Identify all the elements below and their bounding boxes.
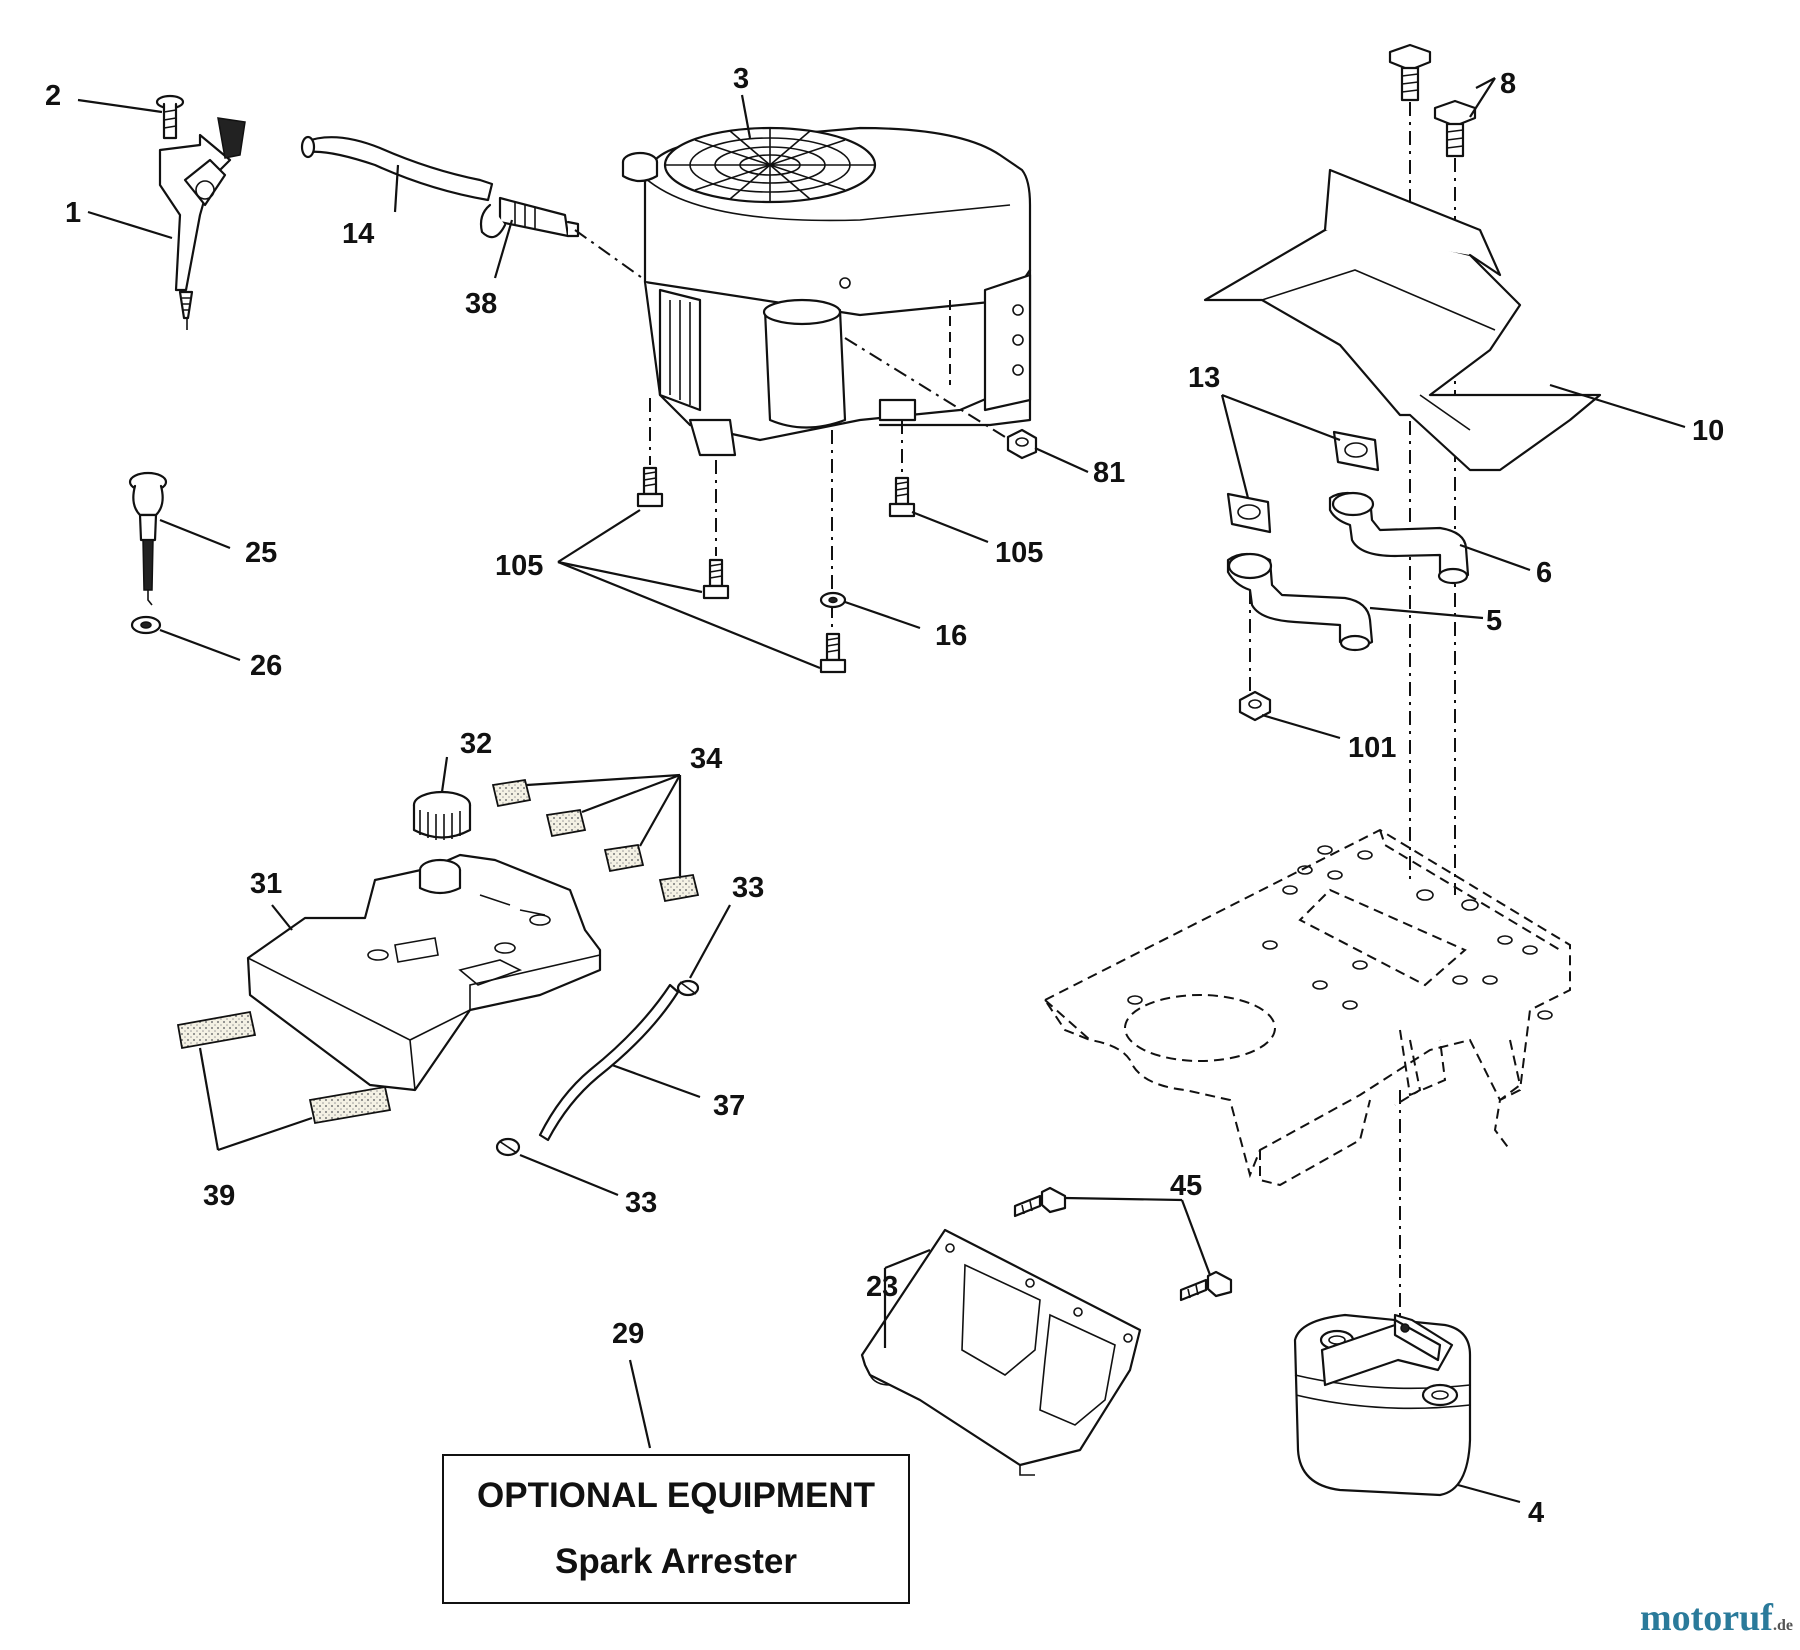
callout-33-top: 33	[732, 872, 764, 904]
callout-34: 34	[690, 743, 722, 775]
callout-1: 1	[65, 197, 81, 229]
engine-bolts	[636, 466, 916, 674]
callout-13: 13	[1188, 362, 1220, 394]
callout-29: 29	[612, 1318, 644, 1350]
callout-105-right: 105	[995, 537, 1043, 569]
callout-6: 6	[1536, 557, 1552, 589]
foam-pads	[491, 778, 700, 903]
nut-101	[1238, 690, 1272, 722]
note-title: OPTIONAL EQUIPMENT	[477, 1476, 875, 1515]
watermark-logo: motoruf.de	[1640, 1596, 1793, 1640]
note-subtitle: Spark Arrester	[555, 1542, 797, 1581]
watermark-suffix: .de	[1772, 1617, 1793, 1634]
callout-10: 10	[1692, 415, 1724, 447]
callout-8: 8	[1500, 68, 1516, 100]
optional-equipment-box: OPTIONAL EQUIPMENT Spark Arrester	[442, 1454, 910, 1604]
callout-39: 39	[203, 1180, 235, 1212]
callout-16: 16	[935, 620, 967, 652]
watermark-brand: motoruf	[1640, 1597, 1773, 1639]
hose-clamps	[495, 979, 700, 1157]
callout-32: 32	[460, 728, 492, 760]
callout-81: 81	[1093, 457, 1125, 489]
callout-105-left: 105	[495, 550, 543, 582]
screws-45	[1013, 1186, 1233, 1302]
callout-23: 23	[866, 1271, 898, 1303]
spark-arrester-shield	[860, 1228, 1142, 1476]
callout-26: 26	[250, 650, 282, 682]
exhaust-pipes	[1226, 491, 1470, 652]
gaskets	[1226, 430, 1380, 534]
choke-control	[128, 471, 168, 635]
callout-25: 25	[245, 537, 277, 569]
bolts-8	[1388, 43, 1477, 158]
tractor-frame	[1043, 828, 1571, 1187]
callout-2: 2	[45, 80, 61, 112]
leader-lines	[77, 77, 1686, 1504]
callout-labels: 1 2 3 4 5 6 8 10 13 14 16 23 25 26 29 31…	[45, 63, 1724, 1529]
fuel-cap	[412, 790, 472, 840]
callout-4: 4	[1528, 1497, 1544, 1529]
callout-37: 37	[713, 1090, 745, 1122]
callout-3: 3	[733, 63, 749, 95]
engine	[621, 126, 1032, 457]
callout-33-bottom: 33	[625, 1187, 657, 1219]
heat-shield	[1203, 168, 1602, 472]
throttle-control	[155, 94, 246, 330]
callout-45: 45	[1170, 1170, 1202, 1202]
fuel-tank	[246, 853, 602, 1092]
callout-5: 5	[1486, 605, 1502, 637]
fuel-fitting	[479, 196, 580, 239]
callout-14: 14	[342, 218, 374, 250]
callout-101: 101	[1348, 732, 1396, 764]
muffler	[1293, 1313, 1472, 1497]
nut-81	[1006, 428, 1038, 460]
callout-31: 31	[250, 868, 282, 900]
foam-strips	[176, 1010, 392, 1125]
callout-38: 38	[465, 288, 497, 320]
